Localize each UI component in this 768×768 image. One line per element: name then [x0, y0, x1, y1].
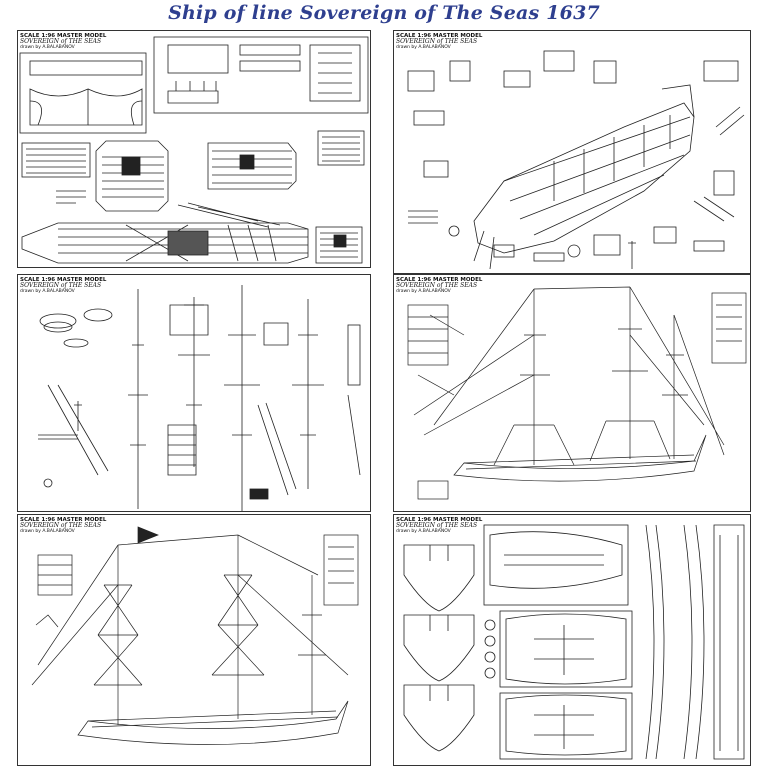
sheet-stamp: SCALE 1:96 MASTER MODEL SOVEREIGN of THE…	[20, 33, 107, 50]
sheet-stamp: SCALE 1:96 MASTER MODEL SOVEREIGN of THE…	[396, 33, 483, 50]
frame-templates-drawing	[403, 524, 745, 760]
hull-assembly-drawing	[407, 50, 745, 270]
deck-parts-drawing	[19, 36, 369, 264]
plan-sheet-frame-templates: SCALE 1:96 MASTER MODEL SOVEREIGN of THE…	[393, 514, 751, 766]
sheet-stamp: SCALE 1:96 MASTER MODEL SOVEREIGN of THE…	[20, 517, 107, 534]
plan-sheet-standing-rigging: SCALE 1:96 MASTER MODEL SOVEREIGN of THE…	[393, 274, 751, 512]
standing-rigging-drawing	[407, 286, 747, 500]
plan-sheet-masts-spars: SCALE 1:96 MASTER MODEL SOVEREIGN of THE…	[17, 274, 371, 512]
running-rigging-drawing	[31, 526, 359, 745]
sheet-stamp: SCALE 1:96 MASTER MODEL SOVEREIGN of THE…	[396, 517, 483, 534]
sheet-stamp: SCALE 1:96 MASTER MODEL SOVEREIGN of THE…	[396, 277, 483, 294]
page-title: Ship of line Sovereign of The Seas 1637	[168, 2, 600, 24]
sheet-stamp: SCALE 1:96 MASTER MODEL SOVEREIGN of THE…	[20, 277, 107, 294]
plan-sheet-hull-assembly: SCALE 1:96 MASTER MODEL SOVEREIGN of THE…	[393, 30, 751, 274]
plan-sheet-running-rigging: SCALE 1:96 MASTER MODEL SOVEREIGN of THE…	[17, 514, 371, 766]
masts-spars-drawing	[38, 285, 361, 511]
plan-sheet-deck-parts: SCALE 1:96 MASTER MODEL SOVEREIGN of THE…	[17, 30, 371, 268]
